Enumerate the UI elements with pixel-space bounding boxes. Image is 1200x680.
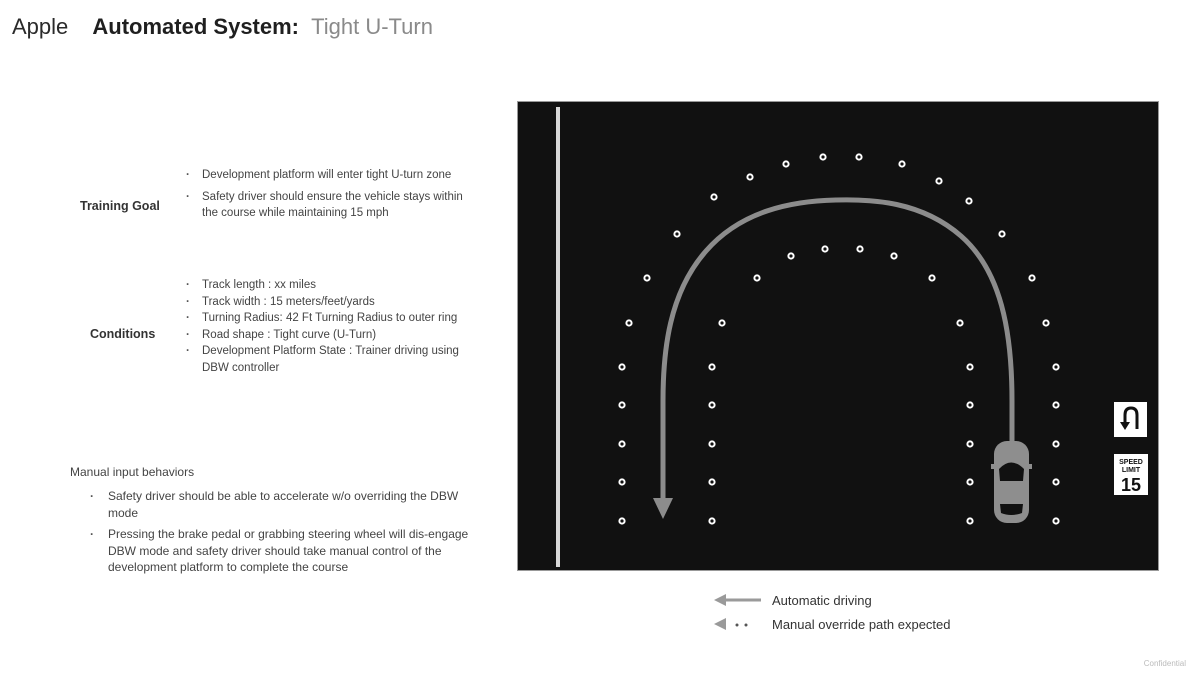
speed-limit-label-2: LIMIT (1122, 467, 1141, 474)
page-header: Apple Automated System: Tight U-Turn (12, 14, 433, 40)
legend-item-manual: Manual override path expected (712, 612, 951, 636)
footer-confidential: Confidential (1143, 659, 1186, 668)
cones (618, 153, 1060, 525)
speed-limit-sign: SPEED LIMIT 15 (1114, 454, 1148, 495)
page-title: Automated System: (92, 14, 299, 39)
legend-label: Automatic driving (772, 592, 872, 608)
list-item: Development platform will enter tight U-… (184, 167, 474, 184)
dotted-arrow-icon (714, 618, 748, 630)
legend-label: Manual override path expected (772, 616, 951, 632)
list-item: Safety driver should ensure the vehicle … (184, 189, 474, 222)
brand-name: Apple (12, 14, 69, 39)
conditions-list: Track length : xx miles Track width : 15… (184, 277, 484, 376)
list-item: Track length : xx miles (184, 277, 484, 294)
list-item: Road shape : Tight curve (U-Turn) (184, 327, 484, 344)
u-turn-sign (1114, 402, 1147, 437)
training-goal-list: Development platform will enter tight U-… (184, 167, 474, 227)
speed-limit-value: 15 (1121, 475, 1141, 495)
speed-limit-label-1: SPEED (1119, 459, 1143, 466)
solid-arrow-icon (714, 594, 761, 606)
list-item: Safety driver should be able to accelera… (88, 488, 478, 521)
training-goal-label: Training Goal (80, 199, 160, 213)
path-arrowhead-icon (653, 498, 673, 519)
legend-item-automatic: Automatic driving (712, 588, 951, 612)
automatic-path (653, 197, 1015, 519)
road-edge-line (556, 107, 560, 567)
u-turn-diagram: SPEED LIMIT 15 (517, 101, 1159, 571)
manual-input-title: Manual input behaviors (70, 465, 195, 479)
conditions-label: Conditions (90, 327, 156, 341)
page-subtitle: Tight U-Turn (311, 14, 433, 39)
list-item: Development Platform State : Trainer dri… (184, 343, 484, 376)
list-item: Track width : 15 meters/feet/yards (184, 294, 484, 311)
legend: Automatic driving Manual override path e… (712, 588, 951, 636)
manual-input-list: Safety driver should be able to accelera… (88, 488, 478, 581)
list-item: Turning Radius: 42 Ft Turning Radius to … (184, 310, 484, 327)
car-icon (991, 441, 1032, 523)
list-item: Pressing the brake pedal or grabbing ste… (88, 526, 478, 576)
